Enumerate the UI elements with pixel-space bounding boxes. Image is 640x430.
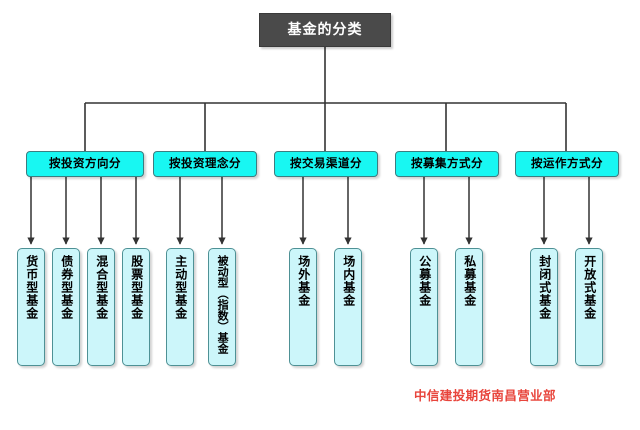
- category-node-label: 按募集方式分: [411, 156, 483, 171]
- leaf-node-money-market-fund[interactable]: 货币型基金: [17, 248, 45, 366]
- category-node-by-trading-channel[interactable]: 按交易渠道分: [274, 151, 378, 177]
- leaf-node-label: 公募基金: [417, 255, 432, 307]
- leaf-node-equity-fund[interactable]: 股票型基金: [122, 248, 150, 366]
- leaf-node-active-fund[interactable]: 主动型基金: [166, 248, 194, 366]
- root-node-fund-classification[interactable]: 基金的分类: [259, 13, 391, 47]
- category-node-label: 按运作方式分: [531, 156, 603, 171]
- leaf-node-label: 场外基金: [296, 255, 311, 307]
- leaf-node-label: 主动型基金: [173, 255, 188, 320]
- leaf-node-open-end-fund[interactable]: 开放式基金: [575, 248, 603, 366]
- category-node-by-investment-philosophy[interactable]: 按投资理念分: [153, 151, 257, 177]
- leaf-node-closed-end-fund[interactable]: 封闭式基金: [530, 248, 558, 366]
- leaf-node-bond-fund[interactable]: 债券型基金: [52, 248, 80, 366]
- category-node-by-operation-method[interactable]: 按运作方式分: [515, 151, 619, 177]
- leaf-node-label: 开放式基金: [582, 255, 597, 320]
- category-node-by-investment-direction[interactable]: 按投资方向分: [26, 151, 144, 177]
- category-node-label: 按投资方向分: [49, 156, 121, 171]
- root-node-label: 基金的分类: [287, 22, 363, 38]
- leaf-node-label: 货币型基金: [24, 255, 39, 320]
- watermark-text: 中信建投期货南昌营业部: [414, 388, 556, 403]
- leaf-node-hybrid-fund[interactable]: 混合型基金: [87, 248, 115, 366]
- leaf-node-private-offering-fund[interactable]: 私募基金: [455, 248, 483, 366]
- leaf-node-exchange-traded-fund[interactable]: 场内基金: [334, 248, 362, 366]
- leaf-node-label: 私募基金: [462, 255, 477, 307]
- leaf-node-passive-index-fund[interactable]: 被动型（指数）基金: [208, 248, 236, 366]
- leaf-node-label: 封闭式基金: [537, 255, 552, 320]
- leaf-node-label: 被动型（指数）基金: [216, 255, 230, 354]
- leaf-node-otc-fund[interactable]: 场外基金: [289, 248, 317, 366]
- category-node-by-fundraising-method[interactable]: 按募集方式分: [395, 151, 499, 177]
- leaf-node-public-offering-fund[interactable]: 公募基金: [410, 248, 438, 366]
- category-node-label: 按投资理念分: [169, 156, 241, 171]
- category-node-label: 按交易渠道分: [290, 156, 362, 171]
- leaf-node-label: 混合型基金: [94, 255, 109, 320]
- leaf-node-label: 场内基金: [341, 255, 356, 307]
- leaf-node-label: 债券型基金: [59, 255, 74, 320]
- leaf-node-label: 股票型基金: [129, 255, 144, 320]
